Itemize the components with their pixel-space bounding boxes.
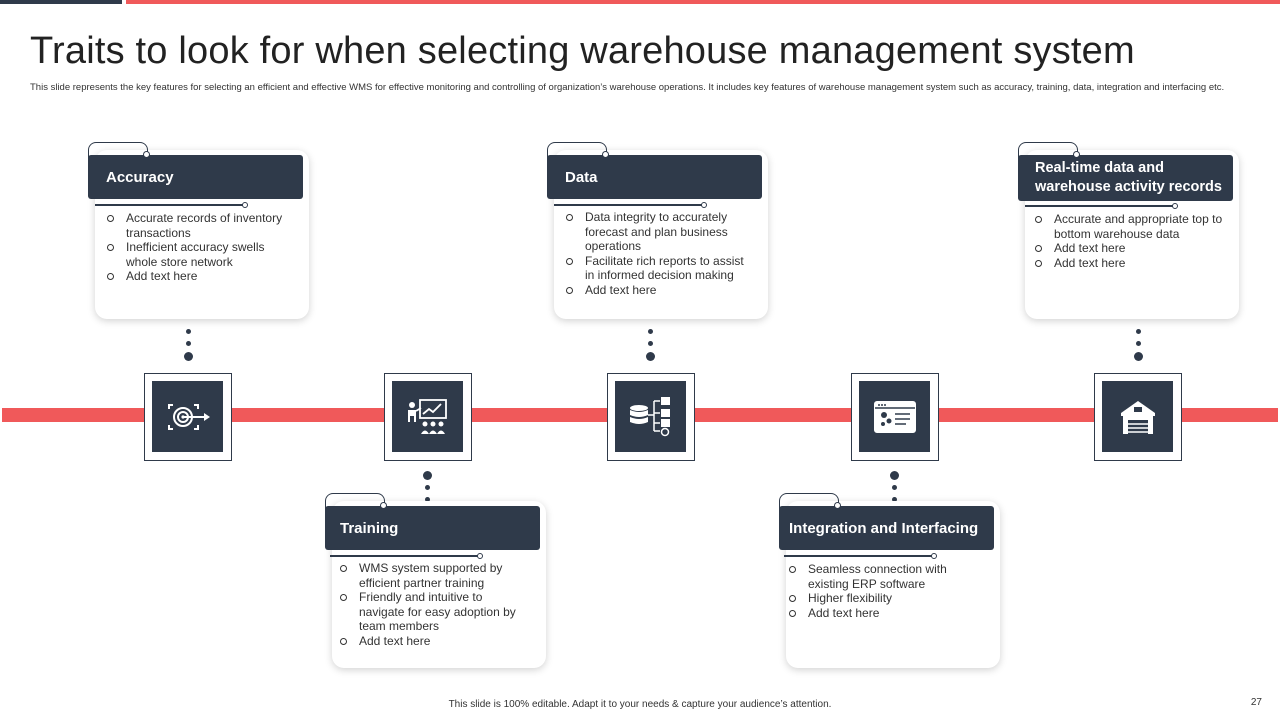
top-accent-bar-dark [0, 0, 122, 4]
data-header: Data [547, 155, 762, 199]
accuracy-list: Accurate records of inventory transactio… [107, 211, 292, 284]
connector-dot [186, 341, 191, 346]
integration-tab-dot [834, 502, 841, 509]
data-list: Data integrity to accurately forecast an… [566, 210, 754, 297]
slide-title: Traits to look for when selecting wareho… [30, 30, 1135, 72]
training-tab [325, 493, 385, 509]
accuracy-underline [95, 204, 245, 206]
data-tab-dot [602, 151, 609, 158]
database-icon [629, 396, 670, 436]
connector-dot [648, 341, 653, 346]
list-item: Seamless connection with existing ERP so… [789, 562, 984, 591]
accuracy-icon-box [144, 373, 232, 461]
realtime-list: Accurate and appropriate top to bottom w… [1035, 212, 1230, 270]
training-tab-dot [380, 502, 387, 509]
connector-dot [425, 485, 430, 490]
list-item: Accurate and appropriate top to bottom w… [1035, 212, 1230, 241]
connector-dot [1136, 329, 1141, 334]
realtime-icon-box [1094, 373, 1182, 461]
realtime-header: Real-time data and warehouse activity re… [1018, 155, 1233, 201]
integration-icon-box [851, 373, 939, 461]
accuracy-tab [88, 142, 148, 158]
connector-dot [892, 497, 897, 502]
list-item: Add text here [789, 606, 984, 621]
list-item: Inefficient accuracy swells whole store … [107, 240, 292, 269]
target-icon [167, 403, 210, 430]
integration-tab [779, 493, 839, 509]
list-item: Add text here [107, 269, 292, 284]
connector-dot [890, 471, 899, 480]
connector-dot [425, 497, 430, 502]
warehouse-icon [1120, 400, 1155, 434]
connector-dot [186, 329, 191, 334]
training-underline-dot [477, 553, 483, 559]
realtime-tab [1018, 142, 1078, 158]
list-item: Add text here [566, 283, 754, 298]
integration-list: Seamless connection with existing ERP so… [789, 562, 984, 620]
data-underline [554, 204, 704, 206]
slide-subtitle: This slide represents the key features f… [30, 82, 1225, 93]
data-underline-dot [701, 202, 707, 208]
connector-dot [648, 329, 653, 334]
accuracy-header: Accuracy [88, 155, 303, 199]
top-accent-bar-red [126, 0, 1280, 4]
integration-underline-dot [931, 553, 937, 559]
realtime-underline-dot [1172, 203, 1178, 209]
connector-dot [1136, 341, 1141, 346]
data-tab [547, 142, 607, 158]
list-item: Add text here [1035, 241, 1230, 256]
list-item: WMS system supported by efficient partne… [340, 561, 530, 590]
list-item: Data integrity to accurately forecast an… [566, 210, 754, 254]
list-item: Friendly and intuitive to navigate for e… [340, 590, 530, 634]
training-icon-box [384, 373, 472, 461]
integration-underline [784, 555, 934, 557]
browser-window-icon [873, 400, 916, 433]
presentation-icon [407, 398, 447, 434]
footer-note: This slide is 100% editable. Adapt it to… [448, 699, 832, 710]
connector-dot [646, 352, 655, 361]
connector-dot [184, 352, 193, 361]
page-number: 27 [1250, 697, 1262, 708]
connector-dot [892, 485, 897, 490]
training-underline [330, 555, 480, 557]
accuracy-underline-dot [242, 202, 248, 208]
realtime-underline [1025, 205, 1175, 207]
list-item: Higher flexibility [789, 591, 984, 606]
training-header: Training [325, 506, 540, 550]
list-item: Facilitate rich reports to assist in inf… [566, 254, 754, 283]
connector-dot [423, 471, 432, 480]
connector-dot [1134, 352, 1143, 361]
accuracy-tab-dot [143, 151, 150, 158]
data-icon-box [607, 373, 695, 461]
list-item: Add text here [1035, 256, 1230, 271]
training-list: WMS system supported by efficient partne… [340, 561, 530, 648]
realtime-tab-dot [1073, 151, 1080, 158]
list-item: Add text here [340, 634, 530, 649]
integration-header: Integration and Interfacing [779, 506, 994, 550]
list-item: Accurate records of inventory transactio… [107, 211, 292, 240]
